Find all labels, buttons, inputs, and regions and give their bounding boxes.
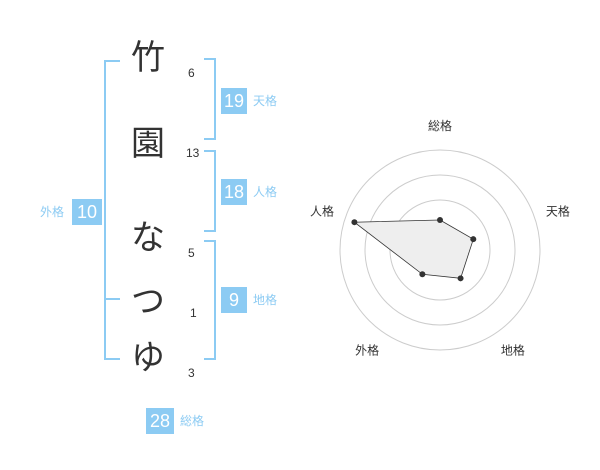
radar-point-5 — [351, 219, 358, 226]
name-char-5: ゆ — [131, 338, 165, 378]
radar-ring-4 — [339, 149, 541, 351]
stroke-count-5: 3 — [188, 366, 195, 380]
tenkaku-value: 19 — [221, 88, 247, 114]
radar-point-2 — [470, 236, 477, 243]
chikaku-bracket — [204, 240, 216, 360]
gaikaku-bracket — [104, 60, 120, 360]
name-char-1: 竹 — [131, 38, 165, 78]
chikaku-value: 9 — [221, 287, 247, 313]
jinkaku-bracket — [204, 150, 216, 232]
stroke-count-2: 13 — [186, 146, 200, 160]
radar-axis-label-4: 外格 — [355, 342, 379, 357]
gaikaku-value: 10 — [72, 199, 102, 225]
soukaku-label: 総格 — [180, 414, 205, 428]
radar-ring-2 — [389, 199, 491, 301]
name-char-2: 園 — [131, 124, 165, 164]
chikaku-label: 地格 — [253, 293, 278, 307]
radar-series-area — [353, 219, 474, 279]
radar-axis-label-1: 総格 — [428, 118, 452, 133]
stroke-count-3: 5 — [188, 246, 195, 260]
jinkaku-value: 18 — [221, 179, 247, 205]
radar-ring-3 — [364, 174, 516, 326]
radar-axis-label-2: 天格 — [546, 204, 570, 219]
gaikaku-label: 外格 — [40, 205, 65, 219]
tenkaku-bracket — [204, 58, 216, 140]
radar-point-4 — [419, 271, 426, 278]
soukaku-value: 28 — [146, 408, 174, 434]
radar-point-3 — [457, 275, 464, 282]
stroke-count-1: 6 — [188, 66, 195, 80]
name-char-4: つ — [131, 282, 165, 322]
radar-point-1 — [437, 217, 443, 223]
stroke-count-4: 1 — [190, 306, 197, 320]
jinkaku-label: 人格 — [253, 185, 278, 199]
radar-axis-label-3: 地格 — [501, 342, 525, 357]
name-char-3: な — [131, 218, 165, 258]
tenkaku-label: 天格 — [253, 94, 278, 108]
gaikaku-tick — [104, 298, 120, 300]
radar-axis-label-5: 人格 — [310, 204, 334, 219]
